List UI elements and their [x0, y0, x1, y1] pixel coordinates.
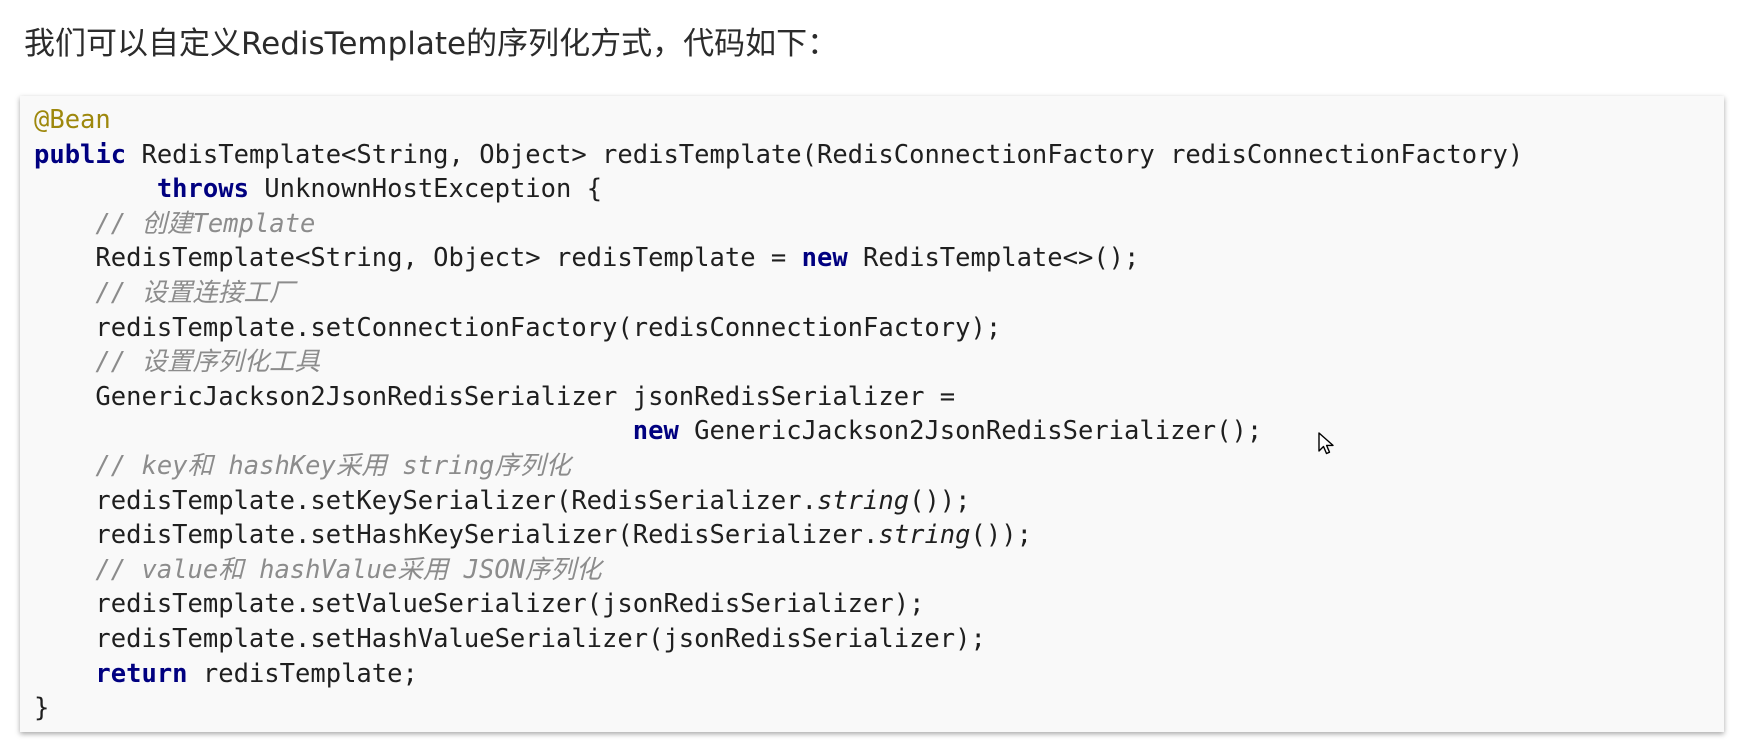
- code-line: RedisTemplate<String, Object> redisTempl…: [34, 241, 1523, 276]
- code-text: ());: [909, 485, 971, 516]
- code-italic-method: string: [878, 520, 971, 551]
- code-line: redisTemplate.setKeySerializer(RedisSeri…: [34, 484, 1523, 519]
- code-text: RedisTemplate<String, Object> redisTempl…: [126, 139, 1524, 170]
- code-line: // 创建Template: [34, 207, 1523, 242]
- code-text: redisTemplate.setHashValueSerializer(jso…: [34, 623, 986, 654]
- code-text: UnknownHostException {: [248, 174, 603, 205]
- code-keyword: new: [632, 416, 679, 447]
- code-line: // value和 hashValue采用 JSON序列化: [34, 553, 1523, 588]
- code-line: @Bean: [34, 103, 1523, 138]
- code-comment: // 设置连接工厂: [95, 277, 295, 308]
- code-line: redisTemplate.setHashValueSerializer(jso…: [34, 622, 1523, 657]
- code-text: [34, 347, 95, 377]
- code-text: GenericJackson2JsonRedisSerializer();: [678, 416, 1263, 447]
- code-line: redisTemplate.setValueSerializer(jsonRed…: [34, 587, 1523, 622]
- code-text: RedisTemplate<String, Object> redisTempl…: [34, 243, 802, 274]
- code-line: // 设置连接工厂: [34, 276, 1523, 311]
- code-text: redisTemplate.setValueSerializer(jsonRed…: [34, 589, 925, 620]
- code-keyword: throws: [156, 174, 249, 205]
- code-text: }: [34, 693, 50, 724]
- mouse-pointer-icon: [1318, 432, 1334, 455]
- code-text: [34, 278, 95, 308]
- code-italic-method: string: [816, 485, 910, 516]
- code-text: [34, 555, 95, 585]
- code-annotation: @Bean: [34, 105, 111, 135]
- code-line: return redisTemplate;: [34, 657, 1523, 692]
- code-comment: // key和 hashKey采用 string序列化: [95, 450, 571, 481]
- code-keyword: public: [34, 139, 127, 170]
- intro-text: 我们可以自定义RedisTemplate的序列化方式，代码如下：: [24, 26, 839, 62]
- code-line: // key和 hashKey采用 string序列化: [34, 449, 1523, 484]
- code-line: GenericJackson2JsonRedisSerializer jsonR…: [34, 380, 1523, 415]
- code-text: [34, 451, 95, 481]
- code-text: ());: [970, 520, 1032, 551]
- code-text: [34, 416, 633, 446]
- code-text: [34, 659, 95, 689]
- code-text: RedisTemplate<>();: [847, 243, 1140, 274]
- code-line: throws UnknownHostException {: [34, 172, 1523, 207]
- code-keyword: new: [801, 243, 848, 274]
- code-line: public RedisTemplate<String, Object> red…: [34, 138, 1523, 173]
- code-line: redisTemplate.setConnectionFactory(redis…: [34, 311, 1523, 346]
- code-line: new GenericJackson2JsonRedisSerializer()…: [34, 414, 1523, 449]
- code-text: redisTemplate.setHashKeySerializer(Redis…: [34, 520, 879, 551]
- code-comment: // 设置序列化工具: [95, 347, 320, 378]
- code-comment: // value和 hashValue采用 JSON序列化: [95, 554, 602, 585]
- code-text: [34, 174, 157, 204]
- code-text: [34, 209, 95, 239]
- code-text: GenericJackson2JsonRedisSerializer jsonR…: [34, 381, 956, 412]
- code-text: redisTemplate.setKeySerializer(RedisSeri…: [34, 485, 817, 516]
- code-line: }: [34, 691, 1523, 726]
- code-comment: // 创建Template: [95, 208, 316, 239]
- code-text: redisTemplate;: [187, 658, 418, 689]
- code-line: redisTemplate.setHashKeySerializer(Redis…: [34, 518, 1523, 553]
- code-keyword: return: [95, 658, 188, 689]
- code-line: // 设置序列化工具: [34, 345, 1523, 380]
- code-text: redisTemplate.setConnectionFactory(redis…: [34, 312, 1002, 343]
